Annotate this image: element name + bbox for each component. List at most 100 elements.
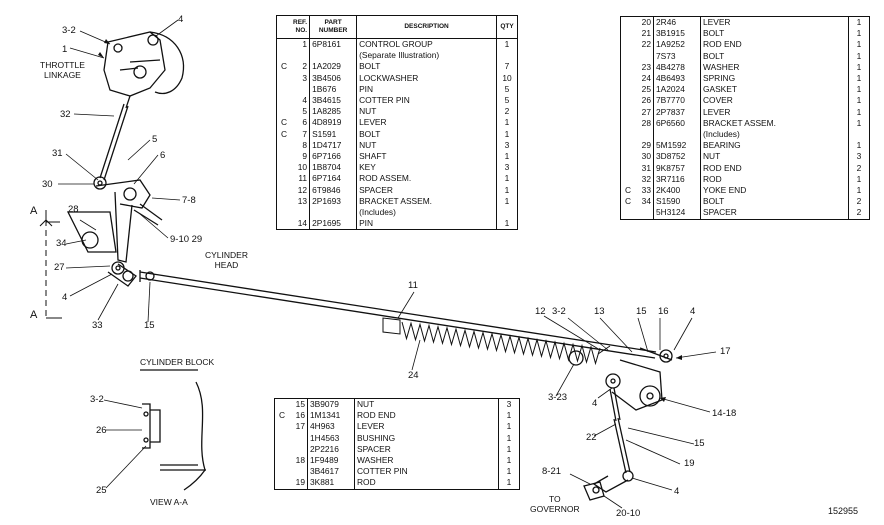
part-number-cell: 4B4278 bbox=[653, 61, 701, 74]
callout-19: 19 bbox=[684, 458, 695, 469]
change-mark bbox=[621, 28, 635, 39]
description-cell: SHAFT bbox=[356, 151, 497, 163]
quantity-cell: 1 bbox=[504, 151, 510, 162]
table-row: (Includes) bbox=[621, 129, 869, 141]
change-mark: C bbox=[280, 117, 288, 128]
change-mark bbox=[277, 151, 291, 162]
quantity-cell: 1 bbox=[856, 117, 862, 128]
section-a-markers bbox=[39, 210, 62, 319]
change-mark bbox=[621, 151, 635, 162]
callout-20-10: 20-10 bbox=[616, 508, 641, 519]
part-number-cell: 3B4615 bbox=[309, 95, 358, 107]
change-mark bbox=[275, 433, 289, 444]
description-cell: BEARING bbox=[700, 140, 849, 152]
callout-5: 5 bbox=[152, 134, 158, 145]
callout-13: 13 bbox=[594, 306, 605, 317]
throttle-control-group bbox=[103, 31, 184, 109]
quantity-cell: 3 bbox=[856, 151, 862, 162]
ref-no-cell: 12 bbox=[291, 184, 311, 196]
change-mark bbox=[621, 62, 635, 73]
ref-no-cell: 2 bbox=[291, 61, 311, 73]
description-cell: (Separate Illustration) bbox=[356, 50, 497, 62]
ref-no-cell bbox=[635, 207, 654, 219]
description-cell: SPRING bbox=[700, 73, 849, 85]
callout-17: 17 bbox=[720, 346, 731, 357]
description-cell: BOLT bbox=[356, 61, 497, 73]
ref-no-cell: 32 bbox=[635, 173, 654, 186]
part-number-cell: 1H4563 bbox=[307, 432, 355, 444]
quantity-cell: 2 bbox=[856, 162, 862, 173]
ref-no-cell: 1 bbox=[291, 38, 311, 51]
quantity-cell: 1 bbox=[504, 218, 510, 229]
part-number-cell: 5H3124 bbox=[653, 207, 701, 219]
callout-14-18: 14-18 bbox=[712, 408, 737, 419]
quantity-cell: 1 bbox=[856, 84, 862, 95]
callout-25: 25 bbox=[96, 485, 107, 496]
callout-31: 31 bbox=[52, 148, 63, 159]
part-number-cell: 1A9252 bbox=[653, 39, 701, 51]
part-number-cell: 4H963 bbox=[307, 421, 355, 433]
callout-26: 26 bbox=[96, 425, 107, 436]
part-number-cell: 6P7166 bbox=[309, 151, 358, 163]
description-cell: WASHER bbox=[700, 61, 849, 74]
leader-lines bbox=[58, 19, 717, 509]
change-mark bbox=[621, 129, 635, 140]
part-number-cell: 3B9079 bbox=[307, 399, 355, 411]
callout-33: 33 bbox=[92, 320, 103, 331]
part-number-cell: 3B4617 bbox=[307, 466, 355, 478]
callout-4-left: 4 bbox=[62, 292, 68, 303]
quantity-cell: 3 bbox=[504, 162, 510, 173]
change-mark bbox=[277, 73, 291, 84]
description-cell: CONTROL GROUP bbox=[356, 38, 497, 51]
change-mark: C bbox=[280, 61, 288, 72]
cylinder-block-label: CYLINDER BLOCK bbox=[140, 357, 215, 367]
ref-no-cell: 8 bbox=[291, 139, 311, 152]
part-number-cell: 1F9489 bbox=[307, 455, 355, 467]
change-mark bbox=[621, 51, 635, 62]
ref-no-cell bbox=[291, 50, 311, 62]
part-number-cell: 1A2029 bbox=[309, 61, 358, 73]
part-number-cell: 1D4717 bbox=[309, 139, 358, 152]
description-cell: LEVER bbox=[700, 106, 849, 118]
description-cell: WASHER bbox=[354, 455, 499, 467]
change-mark bbox=[277, 106, 291, 117]
change-mark bbox=[275, 421, 289, 432]
quantity-cell: 1 bbox=[506, 410, 512, 421]
ref-no-cell: 18 bbox=[289, 455, 308, 467]
change-mark: C bbox=[280, 128, 288, 139]
description-cell: LEVER bbox=[354, 421, 499, 433]
view-a-a-label: VIEW A-A bbox=[150, 497, 188, 507]
ref-no-cell: 10 bbox=[291, 162, 311, 174]
change-mark bbox=[275, 466, 289, 477]
ref-no-cell: 20 bbox=[635, 17, 654, 29]
spring-24 bbox=[382, 317, 611, 366]
part-number-cell: 2R46 bbox=[653, 17, 701, 29]
part-number-cell: S1590 bbox=[653, 196, 701, 208]
callout-4-mid: 4 bbox=[592, 398, 598, 409]
change-mark bbox=[277, 95, 291, 106]
quantity-cell: 1 bbox=[856, 50, 862, 61]
lever-bracket-assembly bbox=[66, 179, 163, 287]
ref-no-cell: 16 bbox=[289, 410, 308, 422]
change-mark bbox=[621, 163, 635, 174]
change-mark bbox=[277, 218, 291, 229]
change-mark bbox=[621, 118, 635, 129]
description-cell: NUT bbox=[356, 106, 497, 118]
callout-11: 11 bbox=[408, 280, 418, 291]
description-cell: SPACER bbox=[700, 207, 849, 219]
description-cell: ROD bbox=[700, 173, 849, 186]
change-mark bbox=[621, 39, 635, 50]
change-mark bbox=[277, 185, 291, 196]
quantity-cell: 1 bbox=[856, 185, 862, 196]
part-number-cell: 3D8752 bbox=[653, 151, 701, 163]
quantity-cell: 1 bbox=[856, 17, 862, 27]
callout-15-lower: 15 bbox=[694, 438, 705, 449]
